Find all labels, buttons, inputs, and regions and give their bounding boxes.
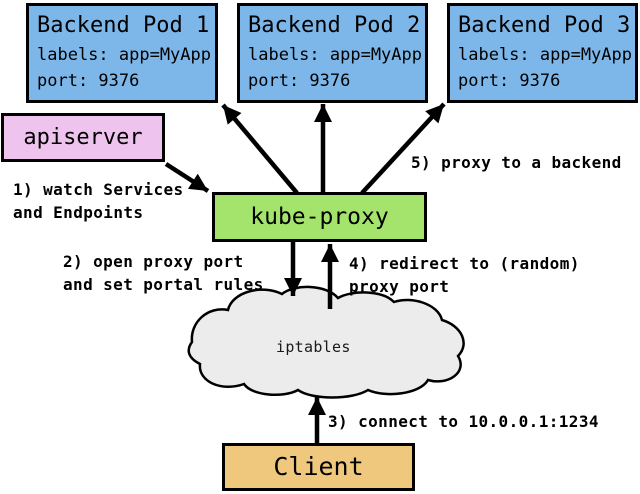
- pod-1-port: port: 9376: [37, 71, 140, 91]
- step-5-line-1: 5) proxy to a backend: [411, 153, 622, 172]
- pod-1-labels: labels: app=MyApp: [37, 45, 211, 65]
- apiserver-box: apiserver: [1, 113, 165, 162]
- step-2-line-1: 2) open proxy port: [63, 252, 244, 271]
- step-3-line-1: 3) connect to 10.0.0.1:1234: [328, 412, 599, 431]
- step-4-line-1: 4) redirect to (random): [349, 254, 580, 273]
- step-4-line-2: proxy port: [349, 277, 450, 296]
- step-5-proxy-label: 5) proxy to a backend: [411, 151, 622, 174]
- pod-3-labels: labels: app=MyApp: [458, 45, 632, 65]
- backend-pod-1-box: Backend Pod 1 labels: app=MyApp port: 93…: [26, 3, 218, 103]
- step-2-open-proxy-port-label: 2) open proxy port and set portal rules: [63, 250, 264, 296]
- step-4-redirect-label: 4) redirect to (random) proxy port: [349, 252, 580, 298]
- pod-3-title: Backend Pod 3: [458, 13, 631, 38]
- arrow-kubeproxy-to-pod3: [360, 102, 446, 195]
- client-box: Client: [222, 443, 415, 491]
- backend-pod-3-box: Backend Pod 3 labels: app=MyApp port: 93…: [447, 3, 638, 103]
- step-1-watch-services-label: 1) watch Services and Endpoints: [13, 178, 184, 224]
- iptables-label: iptables: [276, 338, 351, 356]
- step-1-line-2: and Endpoints: [13, 203, 144, 222]
- step-2-line-2: and set portal rules: [63, 275, 264, 294]
- pod-1-title: Backend Pod 1: [37, 13, 210, 38]
- step-1-line-1: 1) watch Services: [13, 180, 184, 199]
- backend-pod-2-box: Backend Pod 2 labels: app=MyApp port: 93…: [237, 3, 428, 103]
- pod-2-labels: labels: app=MyApp: [248, 45, 422, 65]
- step-3-connect-label: 3) connect to 10.0.0.1:1234: [328, 410, 599, 433]
- kube-proxy-box: kube-proxy: [212, 192, 427, 242]
- pod-2-title: Backend Pod 2: [248, 13, 421, 38]
- arrow-apiserver-to-kubeproxy: [164, 162, 210, 193]
- pod-3-port: port: 9376: [458, 71, 561, 91]
- arrow-kubeproxy-to-pod1: [221, 103, 299, 195]
- iptables-cloud-shape: [187, 285, 465, 399]
- pod-2-port: port: 9376: [248, 71, 351, 91]
